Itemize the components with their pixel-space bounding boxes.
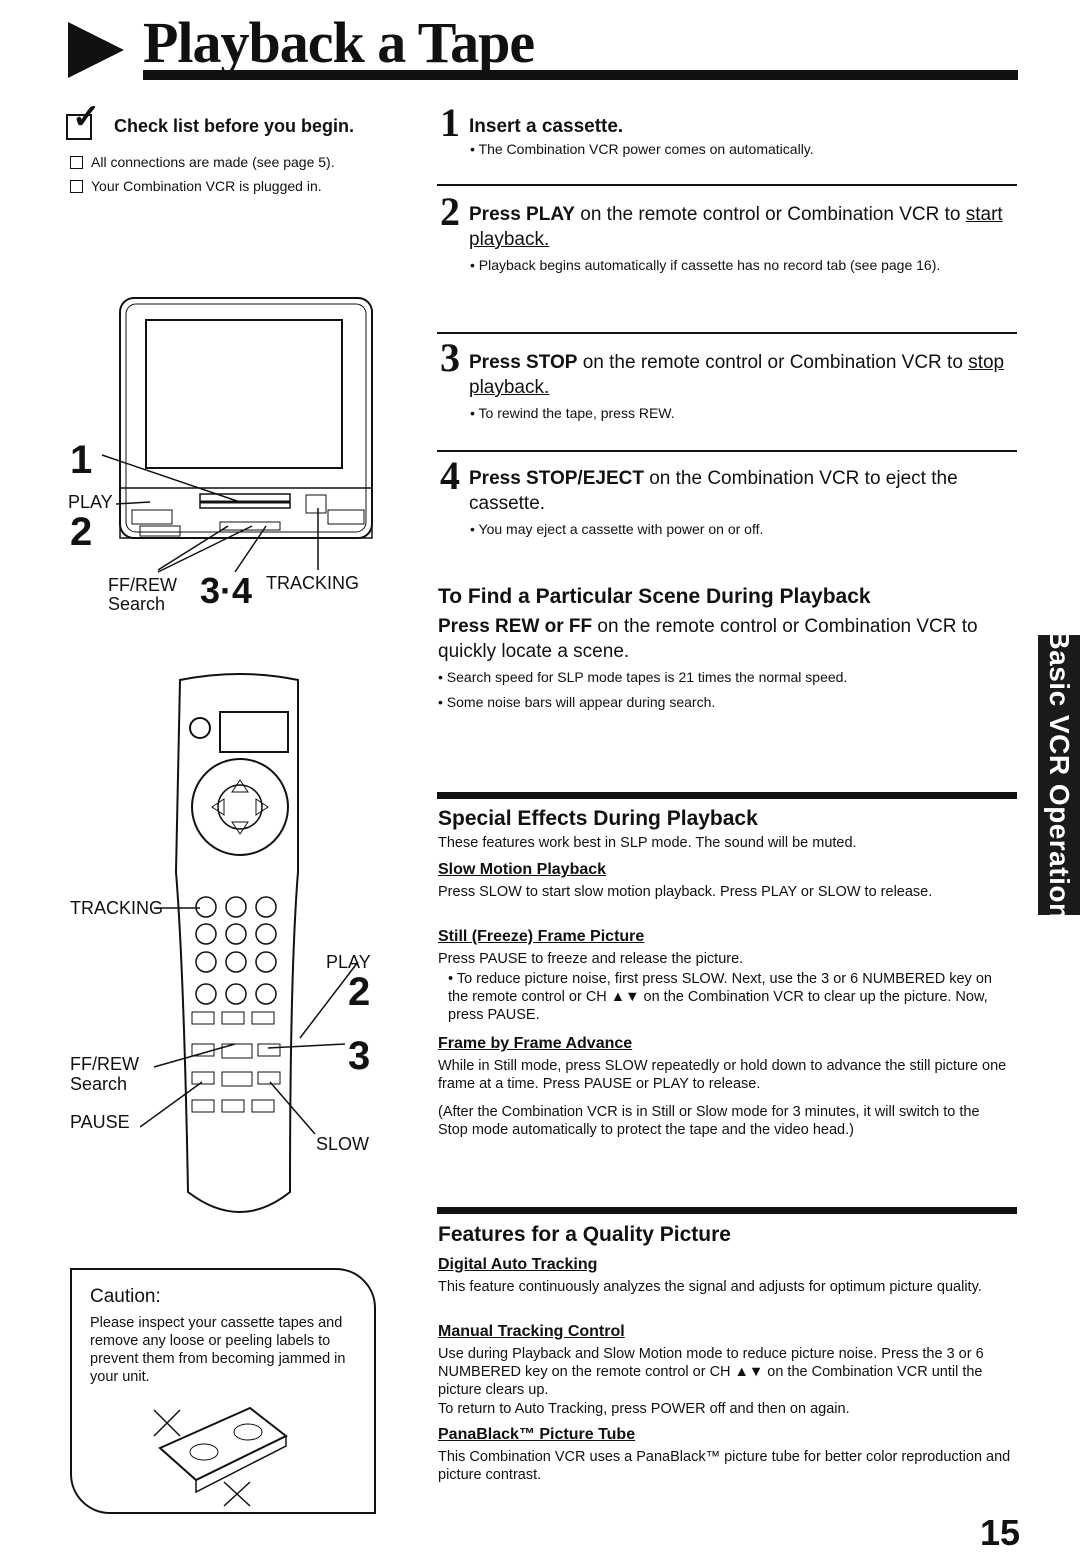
step-note: • Playback begins automatically if casse… [470, 257, 941, 273]
page-number: 15 [980, 1512, 1021, 1553]
section-title-quality: Features for a Quality Picture [438, 1223, 731, 1246]
tv-vcr-illustration [101, 297, 373, 573]
checklist-item: Your Combination VCR is plugged in. [70, 177, 322, 195]
frame-advance-text: While in Still mode, press SLOW repeated… [438, 1058, 1007, 1092]
remote-callout-pause: PAUSE [70, 1112, 130, 1132]
checkmark-icon: ✓ [72, 98, 101, 136]
checkbox-icon [66, 114, 92, 140]
step-number: 3 [440, 335, 460, 380]
remote-callout-ffrew: FF/REW [70, 1054, 139, 1074]
cassette-icon [153, 1406, 288, 1507]
step-number: 1 [440, 100, 460, 145]
find-scene-instruction: Press REW or FF on the remote control or… [438, 616, 978, 662]
section-title-special-effects: Special Effects During Playback [438, 807, 758, 830]
caution-box [70, 1268, 376, 1514]
subsection-still-frame: Still (Freeze) Frame Picture [438, 928, 645, 945]
step-heading: Insert a cassette. [469, 116, 624, 137]
divider [437, 450, 1017, 452]
tv-callout-search: Search [108, 594, 166, 614]
subsection-panablack: PanaBlack™ Picture Tube [438, 1426, 636, 1443]
tv-callout-34: 3·4 [200, 570, 253, 611]
subsection-slow-motion: Slow Motion Playback [438, 861, 607, 878]
section-title-find-scene: To Find a Particular Scene During Playba… [438, 585, 871, 608]
find-scene-note: • Search speed for SLP mode tapes is 21 … [438, 669, 848, 685]
caution-heading: Caution: [90, 1286, 161, 1307]
step-heading: Press PLAY on the remote control or Comb… [469, 204, 1003, 250]
step-number: 2 [440, 189, 460, 234]
manual-tracking-text: Use during Playback and Slow Motion mode… [438, 1346, 984, 1398]
remote-callout-2: 2 [348, 970, 371, 1014]
manual-tracking-return-text: To return to Auto Tracking, press POWER … [438, 1401, 850, 1417]
step-number: 4 [440, 453, 460, 498]
find-scene-note: • Some noise bars will appear during sea… [438, 694, 716, 710]
remote-callout-play: PLAY [326, 952, 371, 972]
remote-callout-3: 3 [348, 1034, 371, 1078]
tv-callout-1: 1 [70, 438, 93, 482]
auto-stop-note: (After the Combination VCR is in Still o… [438, 1104, 980, 1138]
still-frame-note: • To reduce picture noise, first press S… [448, 971, 992, 1023]
empty-checkbox-icon [70, 180, 83, 193]
slow-motion-text: Press SLOW to start slow motion playback… [438, 884, 933, 900]
special-effects-intro: These features work best in SLP mode. Th… [438, 835, 857, 851]
step-note: • To rewind the tape, press REW. [470, 405, 675, 421]
divider-thick [437, 1207, 1017, 1214]
remote-control-illustration [140, 673, 359, 1213]
divider [437, 332, 1017, 334]
subsection-digital-auto-tracking: Digital Auto Tracking [438, 1256, 598, 1273]
caution-text: Please inspect your cassette tapes and r… [90, 1315, 346, 1385]
subsection-manual-tracking: Manual Tracking Control [438, 1323, 625, 1340]
panablack-text: This Combination VCR uses a PanaBlack™ p… [438, 1449, 1011, 1483]
digital-auto-tracking-text: This feature continuously analyzes the s… [438, 1279, 982, 1295]
still-frame-text: Press PAUSE to freeze and release the pi… [438, 951, 744, 967]
section-side-tab: Basic VCR Operation [1038, 629, 1080, 921]
tv-callout-2: 2 [70, 510, 93, 554]
checklist-heading: Check list before you begin. [114, 116, 355, 136]
title-rule [143, 70, 1018, 80]
step-note: • The Combination VCR power comes on aut… [470, 141, 814, 157]
remote-callout-slow: SLOW [316, 1134, 370, 1154]
step-note: • You may eject a cassette with power on… [470, 521, 764, 537]
divider-thick [437, 792, 1017, 799]
divider [437, 184, 1017, 186]
page-title: Playback a Tape [143, 10, 535, 75]
tv-callout-play: PLAY [68, 492, 113, 512]
step-heading: Press STOP/EJECT on the Combination VCR … [469, 468, 958, 514]
tv-callout-tracking: TRACKING [266, 573, 360, 593]
remote-callout-search: Search [70, 1074, 128, 1094]
title-arrow-icon [68, 22, 124, 78]
subsection-frame-advance: Frame by Frame Advance [438, 1035, 633, 1052]
empty-checkbox-icon [70, 156, 83, 169]
step-heading: Press STOP on the remote control or Comb… [469, 352, 1005, 398]
checklist-item: All connections are made (see page 5). [70, 153, 335, 171]
remote-callout-tracking: TRACKING [70, 898, 164, 918]
tv-callout-ffrew: FF/REW [108, 575, 177, 595]
